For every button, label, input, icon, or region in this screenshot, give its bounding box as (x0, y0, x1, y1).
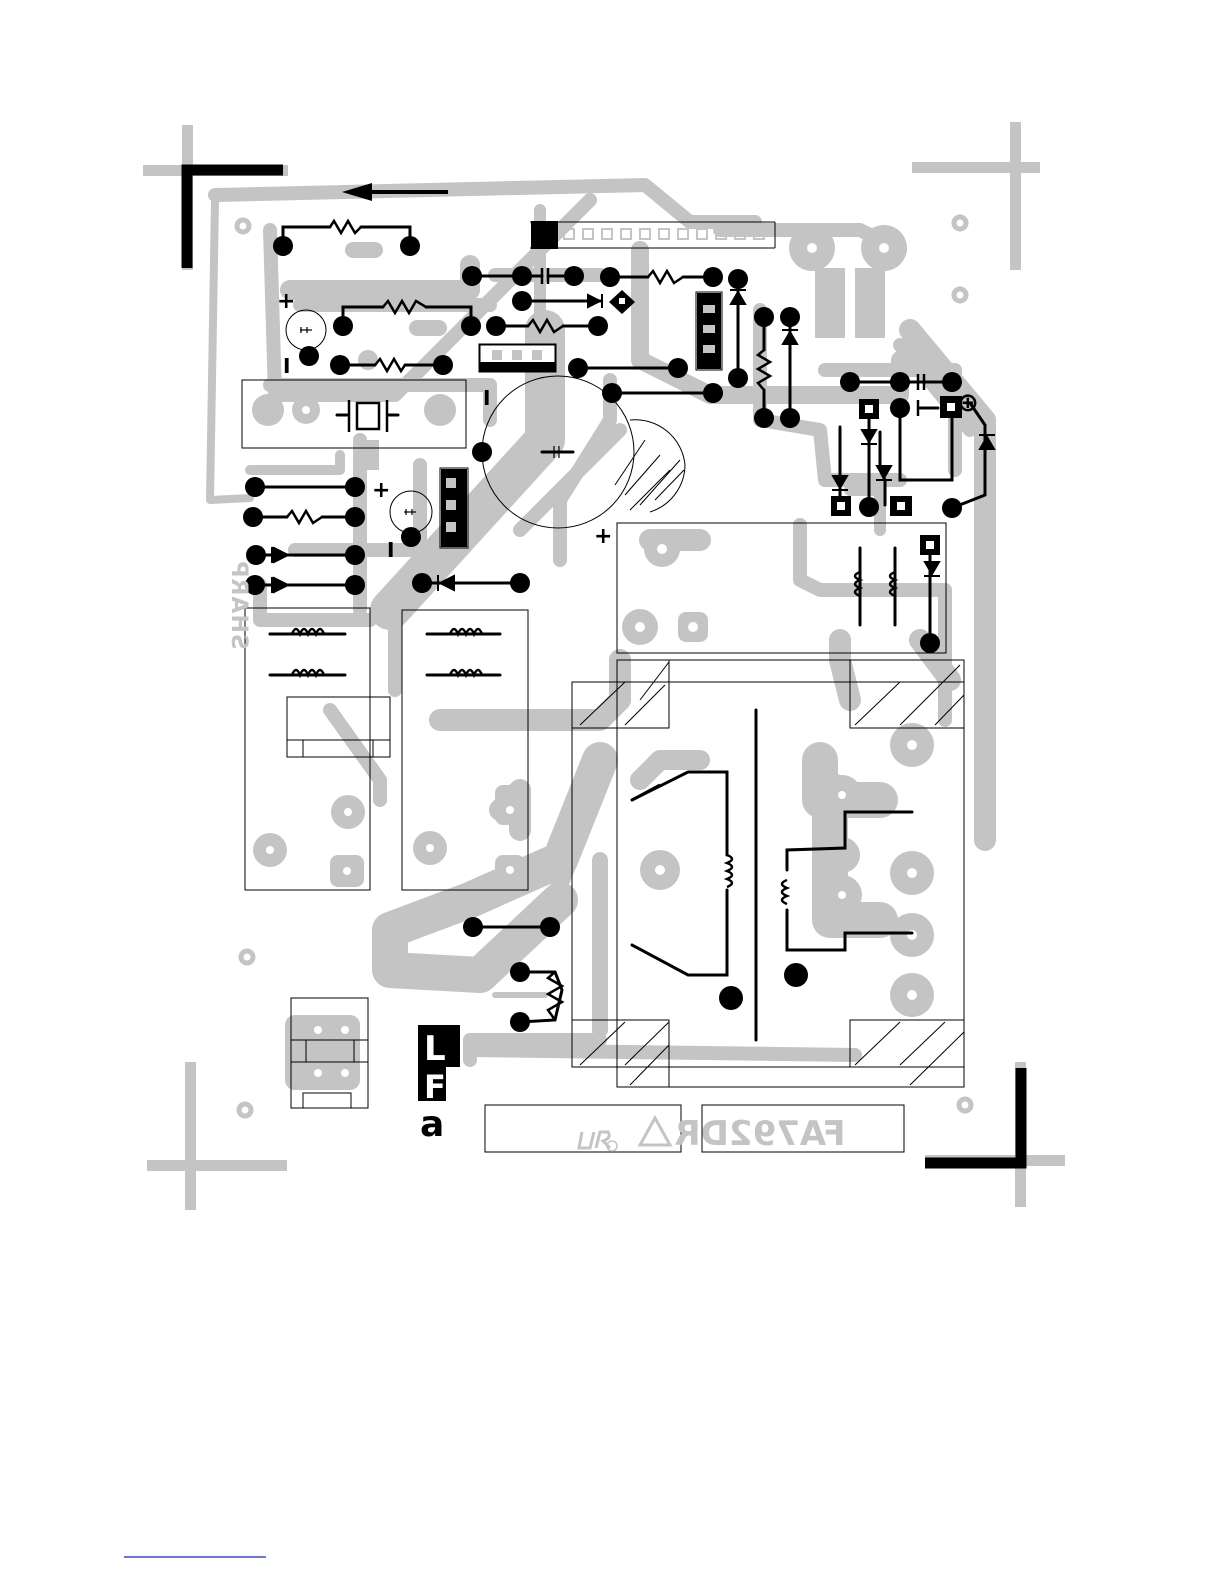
logo-char-a: a (420, 1104, 444, 1145)
crystal-icon (349, 400, 387, 432)
circled-plus-mark: ⊕ (957, 388, 979, 418)
resistor-icon (648, 271, 683, 283)
diode-icon (861, 430, 877, 444)
diode-icon (272, 577, 288, 593)
diode-icon (272, 547, 288, 563)
resistor-icon (330, 221, 361, 233)
minus-sign: I (483, 386, 490, 410)
diode-icon (924, 562, 940, 576)
logo-char-l: L (424, 1029, 446, 1069)
logo-char-f: F (424, 1068, 446, 1106)
warning-triangle-icon (640, 1118, 670, 1145)
lf-logo: L F a (418, 1025, 460, 1145)
inductor-icon (727, 855, 732, 887)
registration-mark-icon (925, 1062, 1065, 1207)
plus-sign: + (277, 289, 295, 314)
resistor-icon (287, 511, 322, 523)
diode-icon (782, 330, 798, 344)
resistor-icon (375, 359, 405, 371)
diode-icon (730, 290, 746, 304)
brand-label-group: SHARP (226, 560, 251, 649)
plus-sign: + (594, 524, 612, 549)
minus-sign: I (283, 354, 290, 378)
diode-icon (588, 294, 602, 308)
inductor-icon (782, 880, 787, 904)
brand-label: SHARP (226, 560, 251, 649)
plus-sign: + (372, 478, 390, 503)
registration-mark-icon (912, 122, 1040, 270)
minus-sign: I (387, 538, 394, 562)
part-number-group: FA792DR (674, 1114, 845, 1154)
ur-certification-icon (579, 1132, 617, 1151)
part-number: FA792DR (674, 1114, 845, 1154)
registration-mark-icon (147, 1062, 287, 1210)
